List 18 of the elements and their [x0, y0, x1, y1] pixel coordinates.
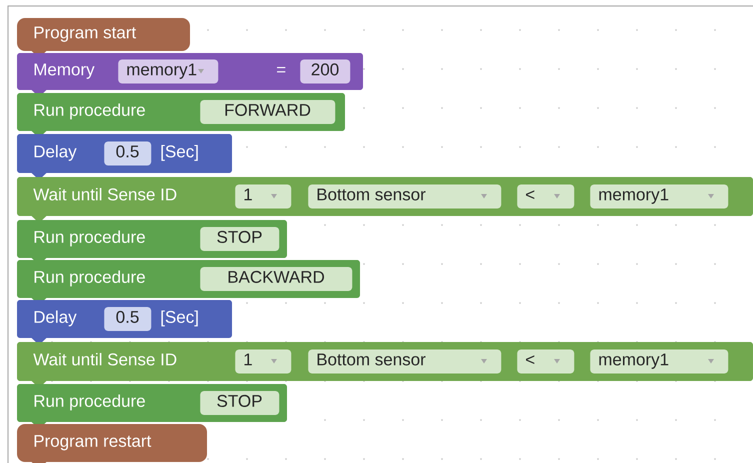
input-field: STOP: [200, 227, 280, 251]
dropdown-field: memory1: [590, 184, 728, 208]
dropdown-field: 1: [235, 349, 292, 374]
input-field: FORWARD: [200, 100, 336, 124]
dropdown-field: <: [517, 349, 574, 374]
input-field: BACKWARD: [200, 267, 352, 291]
dropdown-field: 1: [235, 184, 292, 208]
dropdown-field: memory1: [590, 349, 728, 374]
input-field: 0.5: [104, 307, 152, 331]
code-block: Program start: [17, 18, 190, 58]
dropdown-field: Bottom sensor: [308, 184, 502, 208]
code-block: Program restart: [17, 424, 207, 463]
dropdown-field: <: [517, 184, 574, 208]
input-field: STOP: [200, 390, 280, 415]
input-field: 200: [300, 60, 350, 84]
input-field: 0.5: [104, 142, 152, 166]
dropdown-field: Bottom sensor: [308, 349, 502, 374]
dropdown-field: memory1: [118, 60, 218, 84]
